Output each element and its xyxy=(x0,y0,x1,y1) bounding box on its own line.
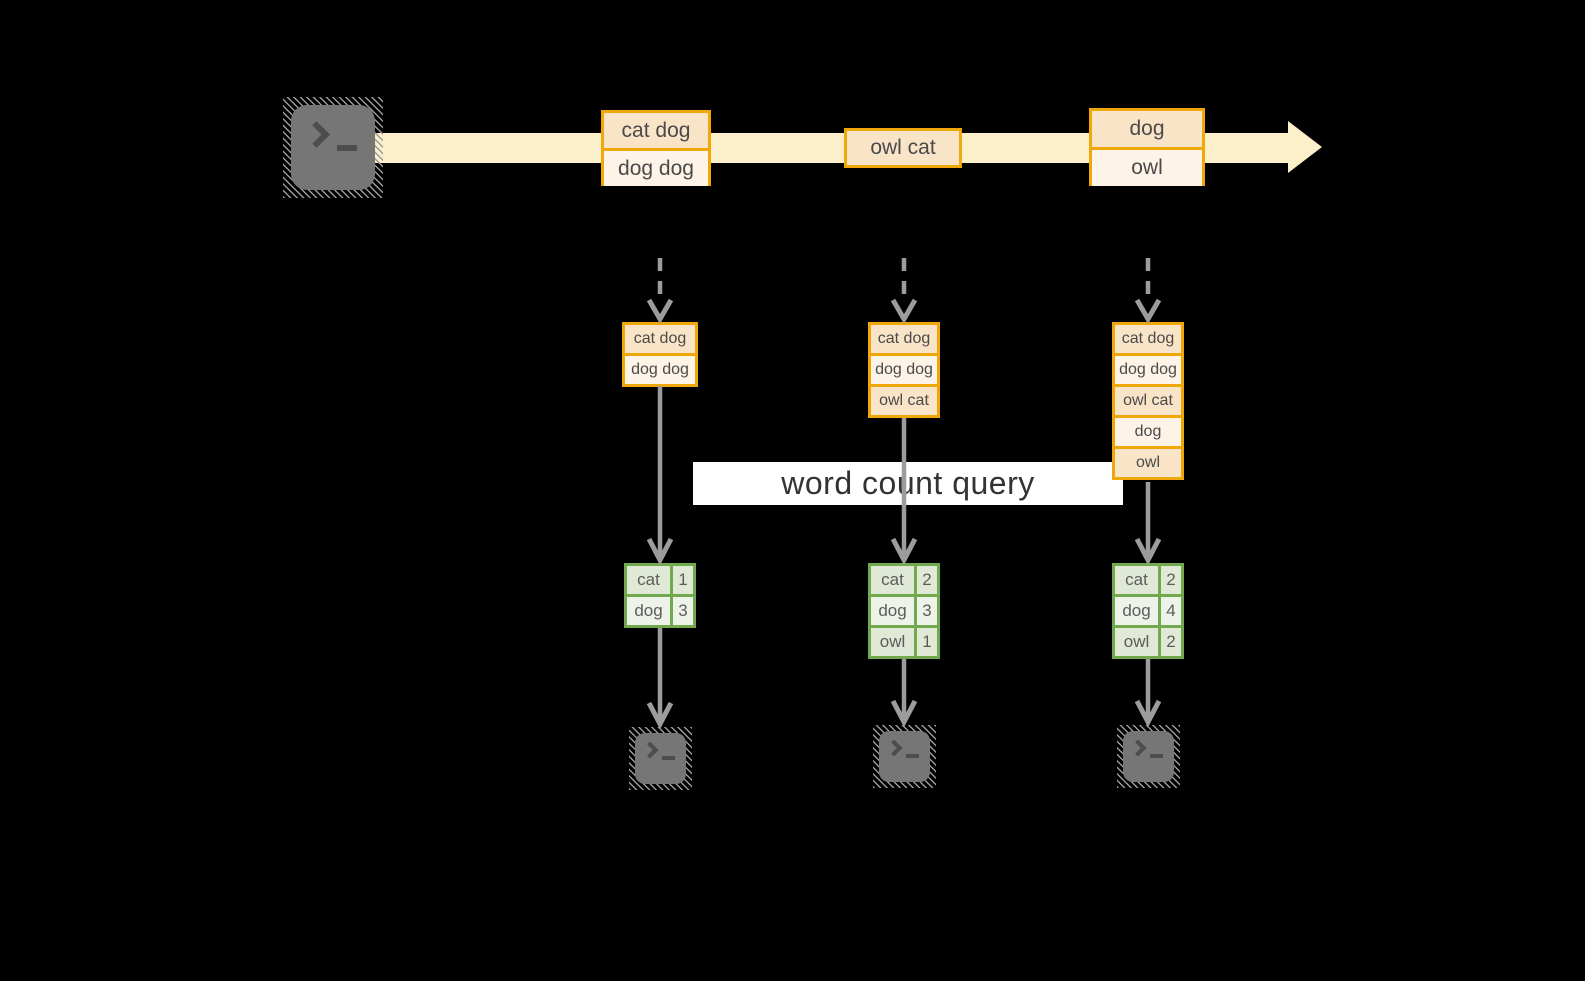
flow-arrow-icon xyxy=(1134,482,1162,566)
flow-arrow-icon xyxy=(1134,659,1162,728)
terminal-body xyxy=(879,731,930,782)
query-label-band: word count query xyxy=(693,462,1123,505)
count-word: owl xyxy=(1115,628,1158,656)
prompt-chevron-icon xyxy=(641,741,659,759)
query-label: word count query xyxy=(781,465,1035,501)
batch-line: cat dog xyxy=(625,325,695,353)
flow-arrow-icon xyxy=(890,418,918,566)
terminal-body xyxy=(291,105,375,190)
prompt-chevron-icon xyxy=(303,121,330,148)
batch-line: cat dog xyxy=(871,325,937,353)
batch-line: dog xyxy=(1115,415,1181,446)
count-word: cat xyxy=(871,566,914,594)
prompt-chevron-icon xyxy=(885,739,903,757)
count-value: 2 xyxy=(1161,566,1181,594)
flow-arrow-icon xyxy=(890,659,918,728)
batch-box-3: cat dog dog dog owl cat dog owl xyxy=(1112,322,1184,480)
batch-line: dog dog xyxy=(1115,353,1181,384)
terminal-body xyxy=(635,733,686,784)
batch-line: dog dog xyxy=(871,353,937,384)
terminal-body xyxy=(1123,731,1174,782)
flow-arrow-icon xyxy=(646,386,674,566)
stream-arrowhead-icon xyxy=(1288,121,1322,173)
terminal-icon xyxy=(1117,725,1180,788)
batch-line: owl cat xyxy=(1115,384,1181,415)
dashed-arrow-down-icon xyxy=(890,258,918,324)
count-value: 4 xyxy=(1161,597,1181,625)
count-word: dog xyxy=(1115,597,1158,625)
stream-event-box-3: dog owl xyxy=(1089,108,1205,186)
count-word: dog xyxy=(871,597,914,625)
prompt-underscore-icon xyxy=(662,756,675,760)
dashed-arrow-down-icon xyxy=(1134,258,1162,324)
count-word: dog xyxy=(627,597,670,625)
terminal-icon xyxy=(283,97,383,198)
event-line: cat dog xyxy=(604,113,708,148)
count-value: 1 xyxy=(917,628,937,656)
count-word: owl xyxy=(871,628,914,656)
flow-arrow-icon xyxy=(646,628,674,730)
terminal-icon xyxy=(629,727,692,790)
count-table-1: cat 1 dog 3 xyxy=(624,563,696,628)
count-table-3: cat 2 dog 4 owl 2 xyxy=(1112,563,1184,659)
terminal-icon xyxy=(873,725,936,788)
event-line: dog xyxy=(1092,111,1202,147)
dashed-arrow-down-icon xyxy=(646,258,674,324)
prompt-underscore-icon xyxy=(337,145,357,151)
batch-box-2: cat dog dog dog owl cat xyxy=(868,322,940,418)
prompt-chevron-icon xyxy=(1129,739,1147,757)
batch-line: cat dog xyxy=(1115,325,1181,353)
prompt-underscore-icon xyxy=(906,754,919,758)
event-line: owl xyxy=(1092,147,1202,186)
batch-line: owl cat xyxy=(871,384,937,415)
batch-line: owl xyxy=(1115,446,1181,477)
count-table-2: cat 2 dog 3 owl 1 xyxy=(868,563,940,659)
count-value: 1 xyxy=(673,566,693,594)
count-value: 3 xyxy=(673,597,693,625)
count-word: cat xyxy=(627,566,670,594)
batch-box-1: cat dog dog dog xyxy=(622,322,698,387)
batch-line: dog dog xyxy=(625,353,695,384)
event-line: dog dog xyxy=(604,148,708,186)
count-value: 2 xyxy=(1161,628,1181,656)
count-word: cat xyxy=(1115,566,1158,594)
stream-event-box-2: owl cat xyxy=(844,128,962,168)
count-value: 3 xyxy=(917,597,937,625)
count-value: 2 xyxy=(917,566,937,594)
prompt-underscore-icon xyxy=(1150,754,1163,758)
event-line: owl cat xyxy=(847,131,959,165)
stream-event-box-1: cat dog dog dog xyxy=(601,110,711,186)
